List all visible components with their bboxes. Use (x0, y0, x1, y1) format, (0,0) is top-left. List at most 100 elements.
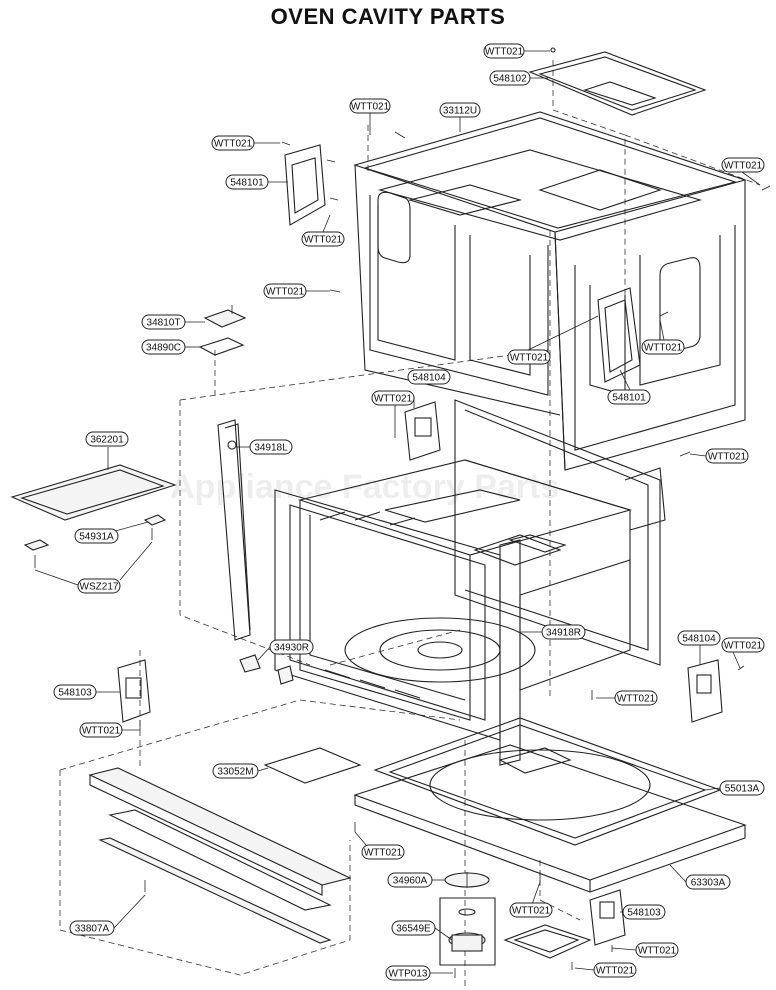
callout-text: WTT021 (724, 641, 763, 652)
callout-text: 36549E (396, 924, 431, 935)
callout-c18: 362201 (85, 431, 129, 447)
callout-text: WTT021 (644, 343, 683, 354)
callout-text: WTT021 (510, 353, 549, 364)
callout-c8: WTT021 (721, 157, 765, 173)
callout-c29: 33052M (212, 763, 259, 779)
sheet-34890C (198, 337, 245, 356)
hinge-54931A (23, 514, 167, 551)
bracket-548104-right (687, 659, 723, 723)
callout-text: WTT021 (708, 452, 747, 463)
callout-c27: WTT021 (79, 722, 123, 738)
callout-c9: WTT021 (263, 283, 307, 299)
callout-text: WTT021 (596, 966, 635, 977)
screws-WTT021 (139, 125, 771, 978)
callout-text: WSZ217 (80, 582, 119, 593)
callout-c31: WTT021 (361, 844, 405, 860)
callout-c38: WTT021 (635, 942, 679, 958)
callout-c40: WTT021 (593, 962, 637, 978)
callout-text: 548103 (627, 908, 661, 919)
leader-lines (34, 50, 761, 974)
callout-c19: 34918L (249, 439, 293, 455)
callout-c4: 33112U (439, 102, 481, 118)
callout-c23: 34930R (269, 639, 314, 655)
latch-34930R (239, 654, 294, 685)
top-cover-548102 (528, 47, 707, 116)
callout-c35: 548103 (622, 904, 666, 920)
page-title: OVEN CAVITY PARTS (270, 4, 506, 29)
callout-text: 34890C (146, 343, 181, 354)
callout-c1: WTT021 (483, 43, 525, 59)
callout-text: 34918L (254, 443, 288, 454)
callout-c37: 33807A (69, 920, 115, 936)
callout-c16: 548101 (607, 389, 651, 405)
callout-text: WTT021 (214, 139, 253, 150)
callout-c2: 548102 (489, 70, 531, 86)
trim-rail-33807A (88, 767, 352, 944)
base-plate-55013A (373, 717, 722, 846)
callout-text: WTT021 (638, 946, 677, 957)
bracket-34810T (203, 305, 247, 328)
callout-c7: WTT021 (301, 231, 345, 247)
callout-c3: WTT021 (349, 98, 391, 114)
assembly-guides (59, 60, 761, 990)
callout-c14: 548104 (407, 369, 451, 385)
gasket-548101-left (284, 144, 326, 226)
callout-c32: 63303A (685, 874, 731, 890)
callout-c20: 54931A (74, 528, 119, 544)
sheet-33052M (263, 747, 362, 784)
callout-text: 548102 (493, 74, 527, 85)
callout-text: 548104 (682, 634, 716, 645)
callout-c34: WTT021 (509, 902, 553, 918)
callout-text: 33112U (443, 106, 477, 117)
callout-text: WTT021 (512, 906, 551, 917)
callout-c30: 55013A (719, 780, 765, 796)
side-bar-34918R (473, 534, 567, 766)
callout-text: WTP013 (389, 969, 428, 980)
callout-c10: 34810T (141, 314, 186, 330)
watermark: Appliance Factory Parts (170, 468, 560, 506)
callout-text: WTT021 (485, 47, 524, 58)
callout-text: WTT021 (374, 394, 413, 405)
outer-cabinet-33112U (353, 111, 747, 471)
inner-cavity (297, 399, 666, 721)
callout-c17: WTT021 (705, 448, 749, 464)
callout-text: 33807A (75, 924, 110, 935)
callout-c25: WTT021 (721, 637, 765, 653)
front-frame (274, 489, 501, 741)
bracket-548104-upper (404, 401, 441, 461)
callout-c15: WTT021 (371, 390, 415, 406)
callout-text: WTT021 (351, 102, 390, 113)
callout-c36: 36549E (391, 920, 436, 936)
gasket-548101-right (597, 287, 641, 383)
bracket-548103-bottom (589, 889, 626, 946)
callout-c33: 34960A (387, 872, 433, 888)
callout-labels: WTT021 548102 WTT021 33112U WTT021 54810… (53, 43, 765, 981)
callout-text: 548103 (58, 688, 92, 699)
callout-text: 34960A (393, 876, 428, 887)
callout-text: 548101 (230, 178, 264, 189)
bracket-548103-left (117, 659, 151, 723)
callout-text: 55013A (725, 784, 760, 795)
callout-text: 33052M (217, 767, 253, 778)
callout-c26: 548103 (53, 684, 97, 700)
callout-c6: 548101 (225, 174, 269, 190)
motor-36549E (439, 897, 496, 966)
callout-c28: WTT021 (614, 690, 658, 706)
callout-c39: WTP013 (385, 965, 431, 981)
callout-text: 362201 (90, 435, 124, 446)
callout-text: 34918R (546, 628, 581, 639)
callout-c21: WSZ217 (77, 578, 121, 594)
callout-c24: 548104 (677, 630, 721, 646)
callout-text: WTT021 (266, 287, 305, 298)
callout-text: WTT021 (617, 694, 656, 705)
callout-text: 548104 (412, 373, 446, 384)
callout-text: 63303A (691, 878, 726, 889)
callout-text: WTT021 (82, 726, 121, 737)
callout-text: 34810T (147, 318, 181, 329)
coupler-34960A (444, 872, 490, 888)
callout-text: 548101 (612, 393, 646, 404)
side-bar-34918L (217, 419, 251, 641)
callout-text: 34930R (274, 643, 309, 654)
bottom-plate-63303A (353, 744, 747, 893)
